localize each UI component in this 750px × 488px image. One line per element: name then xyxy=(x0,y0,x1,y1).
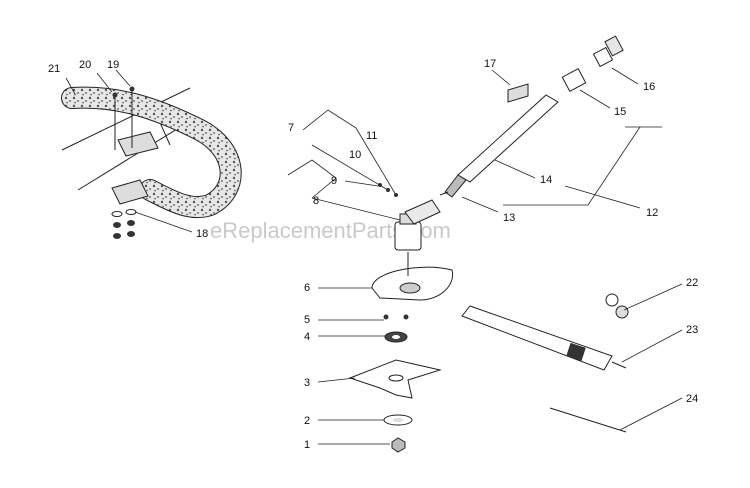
leader-lines xyxy=(65,67,683,445)
gearhead-neck xyxy=(404,199,441,225)
callout-labels: 1 2 3 4 5 6 7 8 9 10 11 12 13 14 15 16 1… xyxy=(48,58,698,451)
shaft-thread xyxy=(444,174,467,198)
harness-strap-23 xyxy=(461,305,613,371)
blade-stack xyxy=(348,314,442,453)
handle-clamp-bottom xyxy=(111,179,149,205)
clip-22-b xyxy=(615,305,629,319)
callout-5: 5 xyxy=(304,314,310,326)
callout-18: 18 xyxy=(196,228,208,240)
callout-23: 23 xyxy=(686,324,698,336)
shaft-tube xyxy=(457,94,559,183)
nut-3 xyxy=(113,233,121,239)
part-5-right xyxy=(403,314,409,320)
callout-12: 12 xyxy=(646,207,658,219)
nut-2 xyxy=(127,220,135,226)
nut-1 xyxy=(113,222,121,228)
callout-1: 1 xyxy=(304,439,310,451)
callout-15: 15 xyxy=(614,106,626,118)
shaft-assembly xyxy=(439,35,624,198)
callout-7: 7 xyxy=(288,122,294,134)
callout-13: 13 xyxy=(503,212,515,224)
harness-buckle-23 xyxy=(566,342,586,362)
callout-20: 20 xyxy=(79,59,91,71)
blade-3-hub xyxy=(388,374,404,382)
throttle-tip-16 xyxy=(604,35,624,57)
part-5-left xyxy=(383,314,389,320)
callout-11: 11 xyxy=(366,130,377,142)
callout-24: 24 xyxy=(686,393,698,405)
handle-clamp-top xyxy=(117,131,159,157)
nut-1 xyxy=(391,437,406,453)
shaft-line-upper xyxy=(61,87,191,151)
washer-1 xyxy=(111,211,123,217)
loop-handle-assembly xyxy=(61,86,242,239)
callout-14: 14 xyxy=(540,174,552,186)
callout-4: 4 xyxy=(304,331,310,343)
gearhead-body xyxy=(394,221,422,251)
washer-2 xyxy=(125,209,137,215)
guard-hub xyxy=(399,282,421,294)
bolt-19-head xyxy=(129,86,135,92)
callout-16: 16 xyxy=(643,81,655,93)
callout-10: 10 xyxy=(349,149,361,161)
accessories xyxy=(461,293,629,433)
rod-24 xyxy=(549,407,627,433)
bolt-20-head xyxy=(112,92,118,98)
nut-4 xyxy=(127,231,135,237)
callout-3: 3 xyxy=(304,377,310,389)
throttle-16 xyxy=(592,46,614,68)
holder-4-hole xyxy=(392,335,400,339)
callout-22: 22 xyxy=(686,277,698,289)
clip-22 xyxy=(605,293,619,307)
harness-hook-23 xyxy=(611,361,627,369)
foam-grip xyxy=(62,87,241,218)
callout-21: 21 xyxy=(48,63,60,75)
washer-2-hole xyxy=(393,418,403,422)
gearhead-assembly xyxy=(371,183,454,301)
callout-2: 2 xyxy=(304,415,310,427)
callout-9: 9 xyxy=(331,175,337,187)
callout-6: 6 xyxy=(304,282,310,294)
grip-sleeve-15 xyxy=(561,68,587,92)
label-decal-17 xyxy=(507,83,529,103)
callout-8: 8 xyxy=(313,195,319,207)
callout-17: 17 xyxy=(484,58,496,70)
callout-19: 19 xyxy=(107,59,119,71)
